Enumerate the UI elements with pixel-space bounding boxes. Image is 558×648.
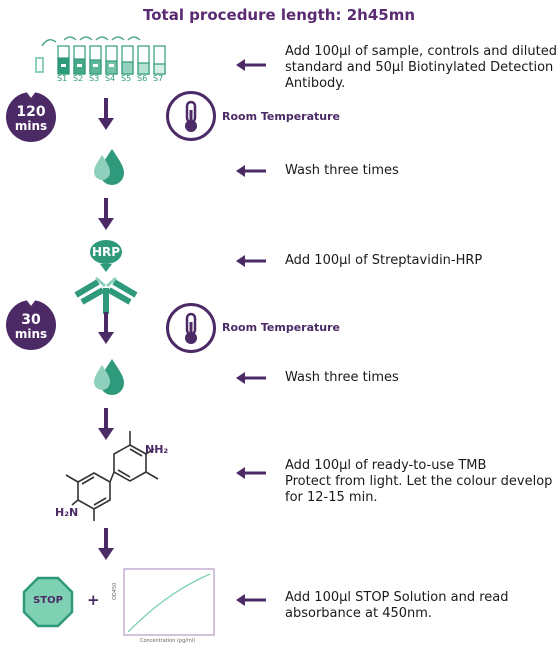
- tube-label: S4: [105, 74, 116, 83]
- standard-curve-graph-icon: [123, 568, 215, 636]
- left-arrow-icon: [236, 372, 266, 384]
- stop-sign-icon: [22, 576, 74, 628]
- wash-droplets-icon: [94, 149, 124, 185]
- tube-label: S6: [137, 74, 148, 83]
- step-6-text: Add 100µl STOP Solution and read absorba…: [285, 590, 509, 621]
- incubation-1-temp: Room Temperature: [222, 110, 340, 123]
- thermometer-icon: [166, 91, 216, 141]
- incubation-2-time: 30: [21, 312, 41, 328]
- down-arrow-icon: [98, 408, 114, 440]
- incubation-1-unit: mins: [14, 119, 48, 133]
- tube-label: S2: [73, 74, 84, 83]
- plus-sign: +: [87, 591, 100, 609]
- incubation-2-unit: mins: [14, 327, 48, 341]
- antibody-icon: [74, 240, 138, 314]
- step-2-text: Wash three times: [285, 163, 399, 178]
- step-1-text: Add 100µl of sample, controls and dilute…: [285, 44, 557, 91]
- procedure-length-title: Total procedure length: 2h45mn: [142, 6, 415, 24]
- tmb-molecule-icon: [65, 431, 159, 521]
- sample-tubes-icon: [35, 36, 166, 75]
- tube-label: S5: [121, 74, 132, 83]
- step-3-text: Add 100µl of Streptavidin-HRP: [285, 253, 483, 268]
- wash-droplets-icon: [94, 359, 124, 395]
- down-arrow-icon: [98, 312, 114, 344]
- down-arrow-icon: [98, 198, 114, 230]
- graph-ylabel: OD450: [112, 582, 118, 600]
- down-arrow-icon: [98, 98, 114, 130]
- tube-label: S7: [153, 74, 164, 83]
- tmb-h2n-label: H₂N: [55, 506, 79, 519]
- tube-label: S1: [57, 74, 68, 83]
- incubation-1-time: 120: [16, 104, 46, 120]
- left-arrow-icon: [236, 59, 266, 71]
- down-arrow-icon: [98, 528, 114, 560]
- left-arrow-icon: [236, 594, 266, 606]
- hrp-label: HRP: [91, 245, 121, 259]
- step-5-text: Add 100µl of ready-to-use TMB Protect fr…: [285, 458, 553, 505]
- stop-label: STOP: [33, 595, 63, 606]
- left-arrow-icon: [236, 467, 266, 479]
- left-arrow-icon: [236, 165, 266, 177]
- incubation-2-temp: Room Temperature: [222, 321, 340, 334]
- timer-icon: 120 mins: [6, 90, 56, 142]
- tmb-nh2-label: NH₂: [145, 443, 169, 456]
- tube-label: S3: [89, 74, 100, 83]
- step-4-text: Wash three times: [285, 370, 399, 385]
- timer-icon: 30 mins: [6, 298, 56, 350]
- graph-xlabel: Concentration (pg/ml): [140, 638, 196, 644]
- left-arrow-icon: [236, 255, 266, 267]
- thermometer-icon: [166, 303, 216, 353]
